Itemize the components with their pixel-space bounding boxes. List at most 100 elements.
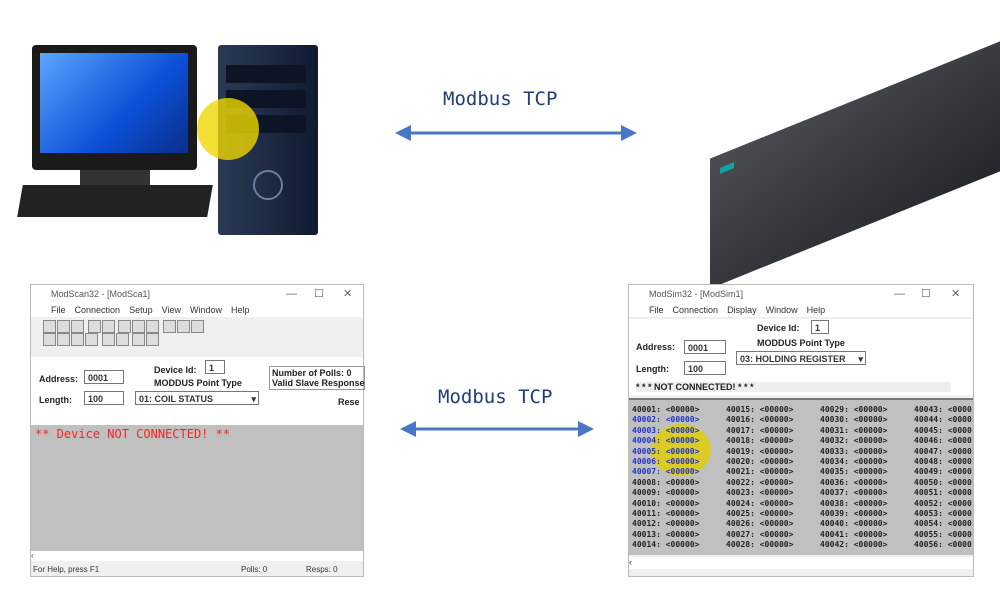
register-cell[interactable]: 40040: <00000> <box>820 519 888 529</box>
register-cell[interactable]: 40038: <00000> <box>820 498 888 508</box>
register-cell[interactable]: 40035: <00000> <box>820 467 888 477</box>
format-icon[interactable] <box>43 333 56 346</box>
register-cell[interactable]: 40047: <0000 <box>914 446 972 456</box>
register-cell[interactable]: 40026: <00000> <box>726 519 794 529</box>
format-icon[interactable] <box>101 333 115 346</box>
register-cell[interactable]: 40042: <00000> <box>820 540 888 550</box>
close-button[interactable]: ✕ <box>951 288 961 300</box>
connect-icon[interactable] <box>87 320 101 333</box>
register-cell[interactable]: 40034: <00000> <box>820 457 888 466</box>
menu-display[interactable]: Display <box>727 305 757 315</box>
register-cell[interactable]: 40014: <00000> <box>632 540 700 550</box>
register-cell[interactable]: 40050: <0000 <box>914 477 972 487</box>
register-cell[interactable]: 40033: <00000> <box>820 446 888 456</box>
register-cell[interactable]: 40036: <00000> <box>820 477 888 487</box>
menu-file[interactable]: File <box>649 305 664 315</box>
address-field[interactable]: 0001 <box>84 370 124 384</box>
disconnect-icon[interactable] <box>101 320 115 333</box>
register-cell[interactable]: 40005: <00000> <box>632 446 700 456</box>
register-cell[interactable]: 40011: <00000> <box>632 509 700 518</box>
maximize-button[interactable]: ☐ <box>314 288 324 300</box>
register-cell[interactable]: 40021: <00000> <box>726 467 794 477</box>
register-cell[interactable]: 40015: <00000> <box>726 405 794 414</box>
save-icon[interactable] <box>71 320 84 333</box>
register-cell[interactable]: 40009: <00000> <box>632 488 700 498</box>
menu-help[interactable]: Help <box>230 305 250 315</box>
device-id-field[interactable]: 1 <box>811 320 829 334</box>
format-icon[interactable] <box>57 333 70 346</box>
register-cell[interactable]: 40037: <00000> <box>820 488 888 498</box>
register-cell[interactable]: 40056: <0000 <box>914 540 972 550</box>
register-cell[interactable]: 40012: <00000> <box>632 519 700 529</box>
menu-setup[interactable]: Setup <box>129 305 153 315</box>
point-type-select[interactable]: 03: HOLDING REGISTER▾ <box>736 351 866 365</box>
register-cell[interactable]: 40017: <00000> <box>726 425 794 435</box>
register-cell[interactable]: 40007: <00000> <box>632 467 700 477</box>
register-cell[interactable]: 40029: <00000> <box>820 405 888 414</box>
point-type-select[interactable]: 01: COIL STATUS▾ <box>135 391 259 405</box>
register-cell[interactable]: 40043: <0000 <box>914 405 972 414</box>
reset-button[interactable]: Rese <box>338 397 360 407</box>
register-cell[interactable]: 40044: <0000 <box>914 415 972 425</box>
register-cell[interactable]: 40013: <00000> <box>632 529 700 539</box>
register-cell[interactable]: 40020: <00000> <box>726 457 794 466</box>
horizontal-scrollbar[interactable]: ‹ <box>31 551 363 561</box>
register-cell[interactable]: 40001: <00000> <box>632 405 700 414</box>
register-cell[interactable]: 40054: <0000 <box>914 519 972 529</box>
menu-connection[interactable]: Connection <box>672 305 719 315</box>
address-field[interactable]: 0001 <box>684 340 726 354</box>
register-cell[interactable]: 40022: <00000> <box>726 477 794 487</box>
register-cell[interactable]: 40002: <00000> <box>632 415 700 425</box>
format-icon[interactable] <box>132 333 146 346</box>
minimize-button[interactable]: — <box>286 288 297 300</box>
register-cell[interactable]: 40051: <0000 <box>914 488 972 498</box>
register-cell[interactable]: 40049: <0000 <box>914 467 972 477</box>
close-button[interactable]: ✕ <box>343 288 353 300</box>
minimize-button[interactable]: — <box>894 288 905 300</box>
register-cell[interactable]: 40004: <00000> <box>632 436 700 446</box>
horizontal-scrollbar[interactable]: ‹ <box>629 557 973 569</box>
register-cell[interactable]: 40030: <00000> <box>820 415 888 425</box>
register-cell[interactable]: 40032: <00000> <box>820 436 888 446</box>
register-cell[interactable]: 40023: <00000> <box>726 488 794 498</box>
register-cell[interactable]: 40041: <00000> <box>820 529 888 539</box>
menu-connection[interactable]: Connection <box>74 305 121 315</box>
format-icon[interactable] <box>85 333 98 346</box>
register-cell[interactable]: 40010: <00000> <box>632 498 700 508</box>
length-field[interactable]: 100 <box>84 391 124 405</box>
device-id-field[interactable]: 1 <box>205 360 225 374</box>
new-icon[interactable] <box>43 320 56 333</box>
help-icon[interactable] <box>176 320 190 333</box>
register-cell[interactable]: 40018: <00000> <box>726 436 794 446</box>
register-cell[interactable]: 40008: <00000> <box>632 477 700 487</box>
menu-window[interactable]: Window <box>189 305 222 315</box>
display3-icon[interactable] <box>146 320 160 333</box>
register-cell[interactable]: 40003: <00000> <box>632 425 700 435</box>
menu-window[interactable]: Window <box>765 305 798 315</box>
register-cell[interactable]: 40048: <0000 <box>914 457 972 466</box>
register-cell[interactable]: 40052: <0000 <box>914 498 972 508</box>
format-icon[interactable] <box>71 333 84 346</box>
display-icon[interactable] <box>118 320 132 333</box>
register-cell[interactable]: 40046: <0000 <box>914 436 972 446</box>
context-help-icon[interactable] <box>190 320 204 333</box>
register-cell[interactable]: 40053: <0000 <box>914 509 972 518</box>
menu-file[interactable]: File <box>51 305 66 315</box>
register-cell[interactable]: 40045: <0000 <box>914 425 972 435</box>
menu-view[interactable]: View <box>161 305 181 315</box>
register-cell[interactable]: 40025: <00000> <box>726 509 794 518</box>
register-cell[interactable]: 40031: <00000> <box>820 425 888 435</box>
length-field[interactable]: 100 <box>684 361 726 375</box>
register-cell[interactable]: 40027: <00000> <box>726 529 794 539</box>
open-icon[interactable] <box>57 320 70 333</box>
format-icon[interactable] <box>115 333 129 346</box>
display2-icon[interactable] <box>132 320 146 333</box>
register-cell[interactable]: 40024: <00000> <box>726 498 794 508</box>
register-cell[interactable]: 40055: <0000 <box>914 529 972 539</box>
register-cell[interactable]: 40019: <00000> <box>726 446 794 456</box>
register-cell[interactable]: 40006: <00000> <box>632 457 700 466</box>
register-cell[interactable]: 40039: <00000> <box>820 509 888 518</box>
maximize-button[interactable]: ☐ <box>921 288 931 300</box>
print-icon[interactable] <box>162 320 176 333</box>
format-icon[interactable] <box>146 333 160 346</box>
